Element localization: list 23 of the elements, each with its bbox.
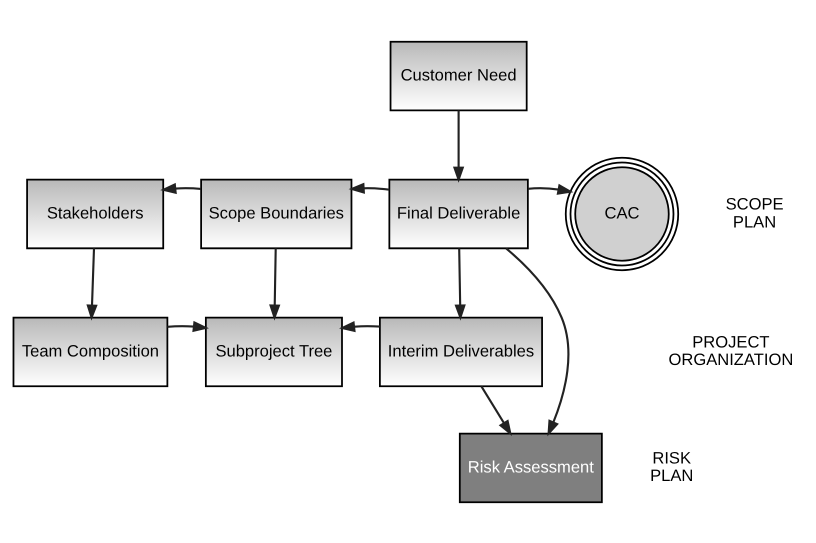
arrow xyxy=(86,248,98,320)
label: RISK PLAN xyxy=(650,448,694,485)
node-box: Interim Deliverables xyxy=(379,316,543,387)
arrow xyxy=(167,320,209,332)
arrow xyxy=(528,183,574,194)
node-box: Subproject Tree xyxy=(204,316,343,387)
node-box: Scope Boundaries xyxy=(200,178,352,249)
arrow xyxy=(339,320,380,332)
arrow xyxy=(269,248,280,320)
arrow xyxy=(505,247,570,436)
arrow xyxy=(348,182,390,194)
node-box: Final Deliverable xyxy=(388,178,529,249)
arrow xyxy=(160,182,201,194)
label: PROJECT ORGANIZATION xyxy=(668,332,794,369)
node-box: Risk Assessment xyxy=(458,432,603,503)
node-box: Stakeholders xyxy=(26,178,164,249)
arrow xyxy=(480,385,512,436)
label: SCOPE PLAN xyxy=(726,194,784,231)
node-circle: CAC xyxy=(564,156,680,271)
node-box: Customer Need xyxy=(390,40,528,111)
arrow xyxy=(452,110,464,182)
arrow xyxy=(454,248,466,320)
node-box: Team Composition xyxy=(12,316,168,387)
